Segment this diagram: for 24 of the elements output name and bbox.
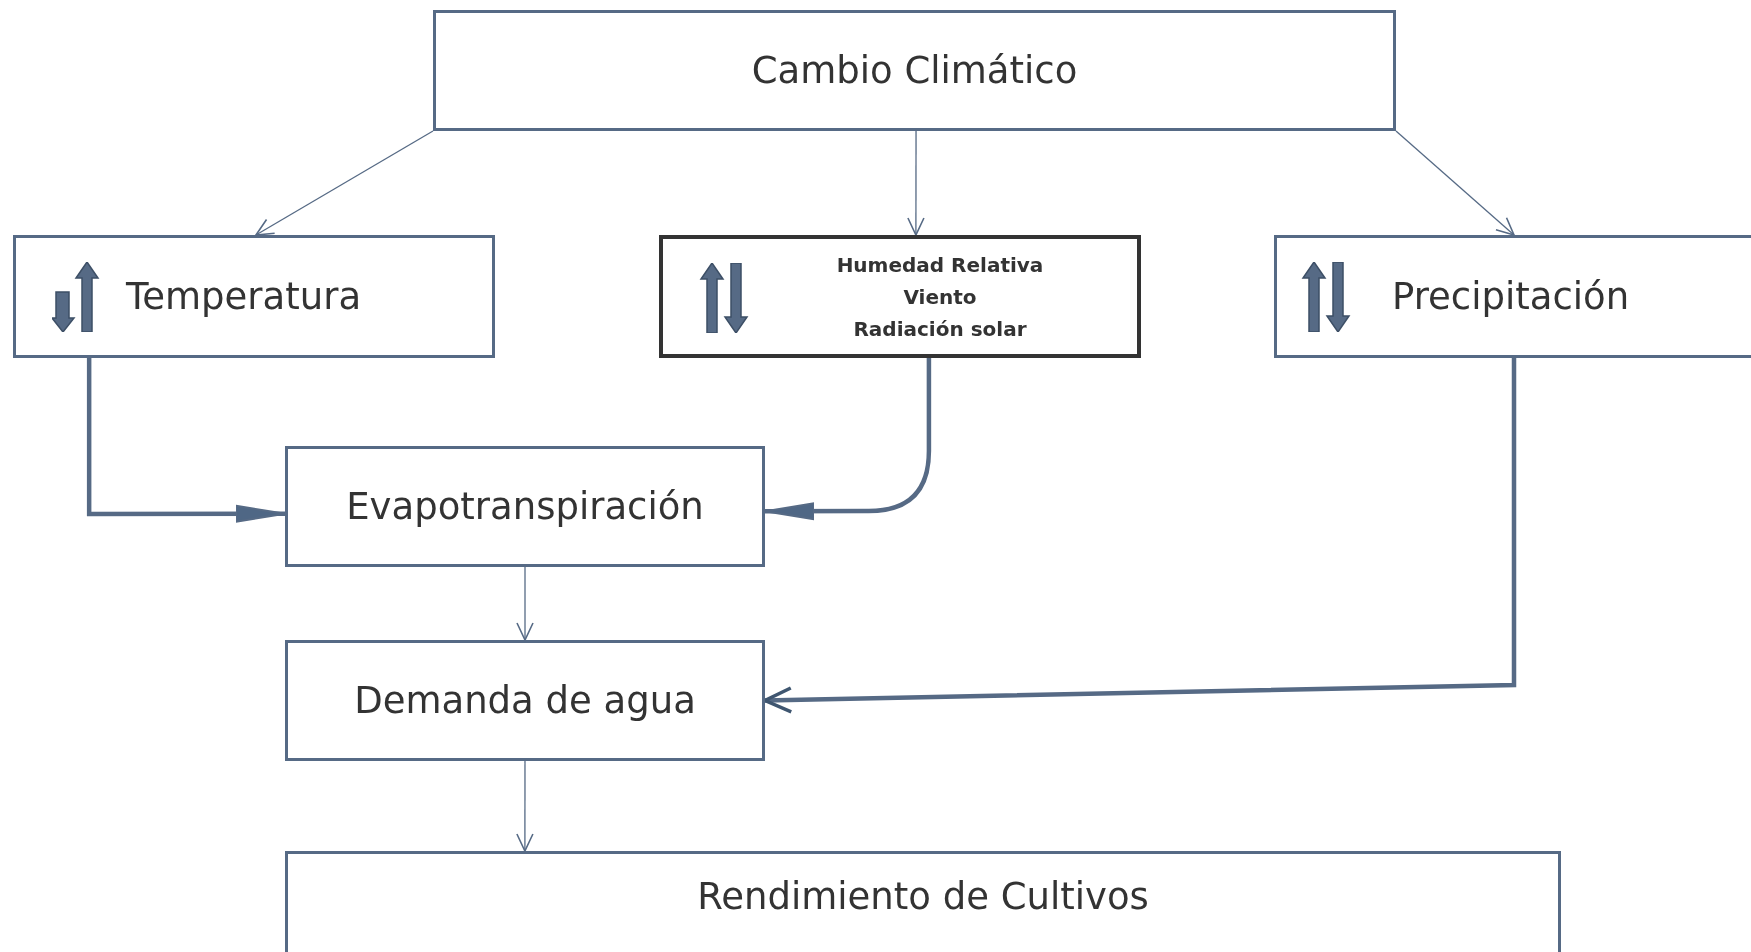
process-box [1274,235,1751,358]
process-box [285,640,765,761]
arrow [255,130,434,236]
process-box [285,446,765,567]
box-label: Temperatura [126,275,362,318]
arrow [516,566,534,641]
box-label: Precipitación [1392,275,1630,318]
process-box [433,10,1396,131]
box-label: Evapotranspiración [346,485,704,528]
arrow [516,760,534,852]
arrow [763,358,1517,714]
box-label: Radiación solar [853,315,1027,343]
box-label: Humedad Relativa [836,251,1044,279]
process-box [13,235,495,358]
box-label: Rendimiento de Cultivos [697,874,1149,918]
box-label: Demanda de agua [354,679,696,722]
process-box [285,851,1561,952]
arrow [1395,130,1515,236]
arrow [86,358,286,523]
arrow [907,130,925,236]
process-box [659,235,1141,358]
box-label: Cambio Climático [751,49,1078,92]
box-label: Viento [903,283,977,311]
arrow [764,358,932,521]
